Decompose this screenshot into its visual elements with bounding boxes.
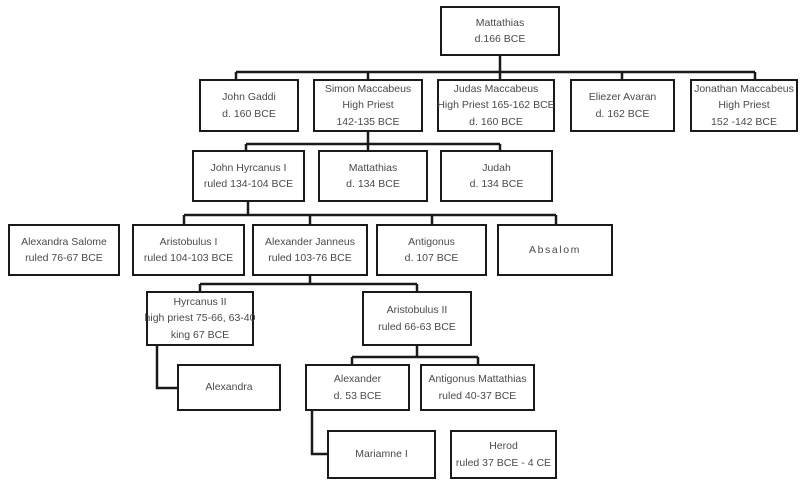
node-judah[interactable]: Judah d. 134 BCE <box>440 150 553 202</box>
connector-aristobulus-ii-to-children <box>350 346 480 364</box>
node-jonathan-maccabeus-line-1: Jonathan Maccabeus <box>694 83 794 96</box>
node-alexandra-salome-line-2: ruled 76-67 BCE <box>25 252 103 264</box>
node-antigonus-line-2: d. 107 BCE <box>404 252 459 264</box>
node-antigonus-mattathias[interactable]: Antigonus Mattathias ruled 40-37 BCE <box>420 364 535 411</box>
node-antigonus[interactable]: Antigonus d. 107 BCE <box>376 224 487 276</box>
node-judas-maccabeus-line-2: High Priest 165-162 BCE <box>437 99 555 112</box>
connector-simon-to-children <box>244 132 502 150</box>
node-simon-maccabeus-line-3: 142-135 BCE <box>336 115 400 128</box>
node-jonathan-maccabeus-line-2: High Priest <box>718 99 770 112</box>
node-mattathias-2-line-1: Mattathias <box>348 161 398 174</box>
node-herod-line-2: ruled 37 BCE - 4 CE <box>455 456 552 469</box>
node-jonathan-maccabeus-line-3: 152 -142 BCE <box>711 115 777 128</box>
node-judah-line-1: Judah <box>482 161 511 174</box>
node-eliezer-avaran-line-2: d. 162 BCE <box>595 107 650 120</box>
node-aristobulus-i-line-1: Aristobulus I <box>159 235 218 248</box>
node-judas-maccabeus-line-1: Judas Maccabeus <box>453 83 539 96</box>
node-hyrcanus-ii-line-3: king 67 BCE <box>170 328 230 341</box>
node-mattathias-line-1: Mattathias <box>475 16 525 29</box>
node-simon-maccabeus-line-2: High Priest <box>342 99 394 112</box>
node-eliezer-avaran[interactable]: Eliezer Avaran d. 162 BCE <box>570 79 675 132</box>
node-aristobulus-ii-line-2: ruled 66-63 BCE <box>378 320 456 333</box>
node-herod-line-1: Herod <box>489 440 518 453</box>
node-alexander-line-2: d. 53 BCE <box>333 389 382 402</box>
node-mattathias-2-line-2: d. 134 BCE <box>346 178 400 190</box>
node-judas-maccabeus-line-3: d. 160 BCE <box>469 115 523 128</box>
node-aristobulus-i-line-2: ruled 104-103 BCE <box>143 252 234 264</box>
node-mattathias-2[interactable]: Mattathias d. 134 BCE <box>318 150 428 202</box>
node-alexandra-salome-line-1: Alexandra Salome <box>21 235 107 248</box>
node-hyrcanus-ii[interactable]: Hyrcanus II high priest 75-66, 63-40 king … <box>144 291 256 346</box>
connector-mattathias-to-children <box>234 56 757 79</box>
node-john-hyrcanus-i-line-2: ruled 134-104 BCE <box>203 178 294 190</box>
node-hyrcanus-ii-line-2: high priest 75-66, 63-40 <box>144 312 256 325</box>
node-herod[interactable]: Herod ruled 37 BCE - 4 CE <box>450 430 557 479</box>
node-antigonus-mattathias-line-2: ruled 40-37 BCE <box>438 389 517 402</box>
node-judah-line-2: d. 134 BCE <box>469 178 524 190</box>
connector-janneus-to-children <box>198 276 419 291</box>
node-mattathias-line-2: d.166 BCE <box>474 33 526 45</box>
node-antigonus-line-1: Antigonus <box>408 235 455 248</box>
node-john-gaddi[interactable]: John Gaddi d. 160 BCE <box>199 79 299 132</box>
node-simon-maccabeus-line-1: Simon Maccabeus <box>324 83 412 96</box>
node-aristobulus-ii-line-1: Aristobulus II <box>386 304 448 317</box>
node-mariamne-i-line-1: Mariamne I <box>355 448 408 461</box>
node-absalom[interactable]: Absalom <box>497 224 613 276</box>
node-aristobulus-ii[interactable]: Aristobulus II ruled 66-63 BCE <box>362 291 472 346</box>
node-eliezer-avaran-line-1: Eliezer Avaran <box>588 91 657 104</box>
node-hyrcanus-ii-line-1: Hyrcanus II <box>173 296 227 309</box>
node-alexander-janneus-line-2: ruled 103-76 BCE <box>268 252 352 264</box>
node-john-hyrcanus-i-line-1: John Hyrcanus I <box>210 161 287 174</box>
node-alexander[interactable]: Alexander d. 53 BCE <box>305 364 410 411</box>
node-antigonus-mattathias-line-1: Antigonus Mattathias <box>428 373 527 386</box>
node-alexander-line-1: Alexander <box>333 373 382 386</box>
connector-hyrcanus-ii-to-alexandra <box>155 346 177 390</box>
node-aristobulus-i[interactable]: Aristobulus I ruled 104-103 BCE <box>132 224 245 276</box>
node-john-gaddi-line-2: d. 160 BCE <box>222 107 276 120</box>
node-absalom-line-1: Absalom <box>528 243 582 256</box>
node-alexandra[interactable]: Alexandra <box>177 364 281 411</box>
node-john-hyrcanus-i[interactable]: John Hyrcanus I ruled 134-104 BCE <box>192 150 305 202</box>
node-mariamne-i[interactable]: Mariamne I <box>327 430 436 479</box>
connector-alexander-to-mariamne <box>310 411 327 456</box>
connector-hyrcanus-i-to-children <box>182 202 558 224</box>
node-alexandra-salome[interactable]: Alexandra Salome ruled 76-67 BCE <box>8 224 120 276</box>
node-alexander-janneus[interactable]: Alexander Janneus ruled 103-76 BCE <box>252 224 368 276</box>
node-john-gaddi-line-1: John Gaddi <box>222 91 276 104</box>
node-alexandra-line-1: Alexandra <box>205 381 253 394</box>
node-alexander-janneus-line-1: Alexander Janneus <box>265 235 355 248</box>
node-mattathias[interactable]: Mattathias d.166 BCE <box>440 6 560 56</box>
